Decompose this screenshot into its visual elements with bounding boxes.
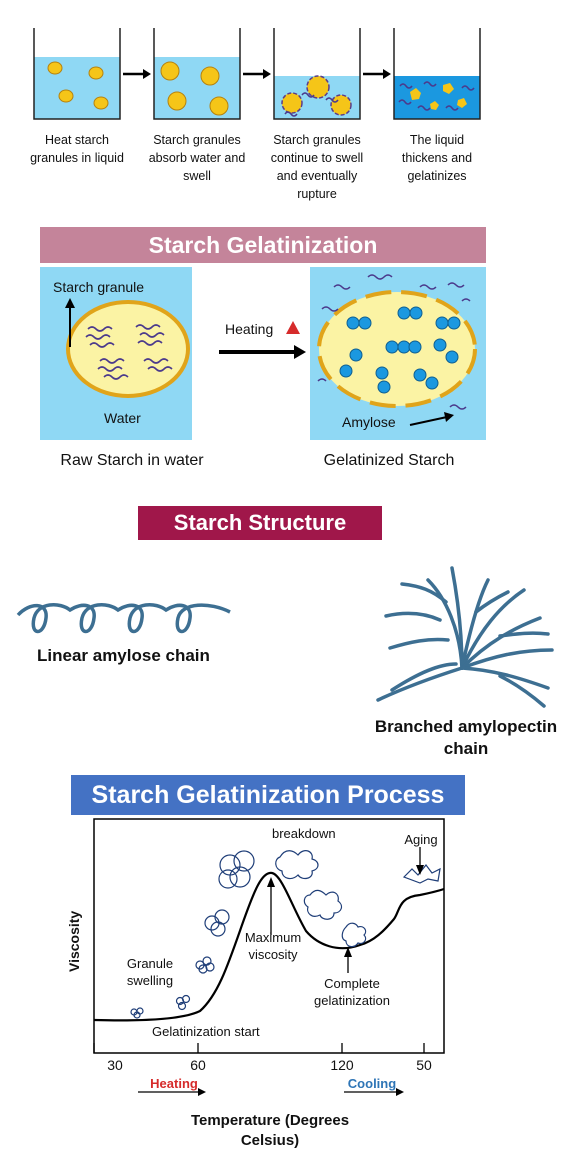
heat-triangle-icon	[286, 321, 300, 334]
complete-gelatinization-annotation: Complete gelatinization	[314, 976, 390, 1008]
raw-starch-caption: Raw Starch in water	[60, 452, 204, 469]
linear-amylose-label: Linear amylose chain	[37, 646, 210, 665]
x-tick-label: 30	[107, 1057, 123, 1073]
y-axis-label: Viscosity	[66, 910, 82, 972]
viscosity-curve	[93, 871, 445, 1022]
step-caption: The liquid thickens and gelatinizes	[401, 133, 473, 183]
raw-chains	[85, 324, 173, 380]
water-label: Water	[104, 410, 141, 426]
x-tick-label: 60	[190, 1057, 206, 1073]
chart-frame	[93, 818, 445, 1054]
aging-annotation: Aging	[404, 832, 438, 847]
gelatinized-starch-caption: Gelatinized Starch	[323, 452, 455, 469]
arrow-2	[243, 69, 271, 79]
gelatinization-diagram	[40, 267, 486, 440]
structure-banner: Starch Structure	[138, 506, 382, 540]
beaker-heat	[33, 28, 121, 120]
cooling-axis-label: Cooling	[347, 1076, 397, 1091]
swelling-steps-diagram	[33, 28, 481, 120]
granule-swelling-annotation: Granule swelling	[126, 956, 174, 988]
raw-granule	[66, 300, 190, 398]
beaker-rupture	[273, 28, 361, 120]
beaker-absorb	[153, 28, 241, 120]
x-ticks	[93, 1043, 425, 1053]
process-banner: Starch Gelatinization Process	[71, 775, 465, 815]
step-caption: Starch granules absorb water and swell	[148, 133, 246, 183]
gelatinization-start-annotation: Gelatinization start	[152, 1024, 260, 1039]
arrow-1	[123, 69, 151, 79]
free-chains	[317, 274, 471, 410]
amylose-helix	[16, 603, 231, 634]
heating-axis-label: Heating	[150, 1076, 198, 1091]
starch-granule-label: Starch granule	[53, 279, 145, 295]
gelatinization-banner: Starch Gelatinization	[40, 227, 486, 263]
step-caption: Heat starch granules in liquid	[30, 133, 124, 165]
amylose-clusters	[339, 306, 461, 394]
x-tick-label: 120	[330, 1057, 354, 1073]
step-caption: Starch granules continue to swell and ev…	[270, 133, 364, 201]
viscosity-chart	[93, 818, 445, 1096]
starch-structure-diagram	[16, 566, 554, 708]
beaker-gelatinize	[393, 28, 481, 120]
amylopectin-branches	[376, 566, 554, 708]
branched-amylopectin-label: Branched amylopectin chain	[374, 717, 558, 758]
amylose-label: Amylose	[342, 414, 396, 430]
x-axis-label: Temperature (Degrees Celsius)	[190, 1112, 350, 1149]
maximum-viscosity-annotation: Maximum viscosity	[244, 930, 302, 962]
breakdown-annotation: breakdown	[272, 826, 336, 841]
granule-sketches	[130, 850, 441, 1019]
x-tick-label: 50	[416, 1057, 432, 1073]
heating-label: Heating	[225, 321, 274, 337]
amylose-pointer	[409, 416, 448, 426]
arrow-3	[363, 69, 391, 79]
